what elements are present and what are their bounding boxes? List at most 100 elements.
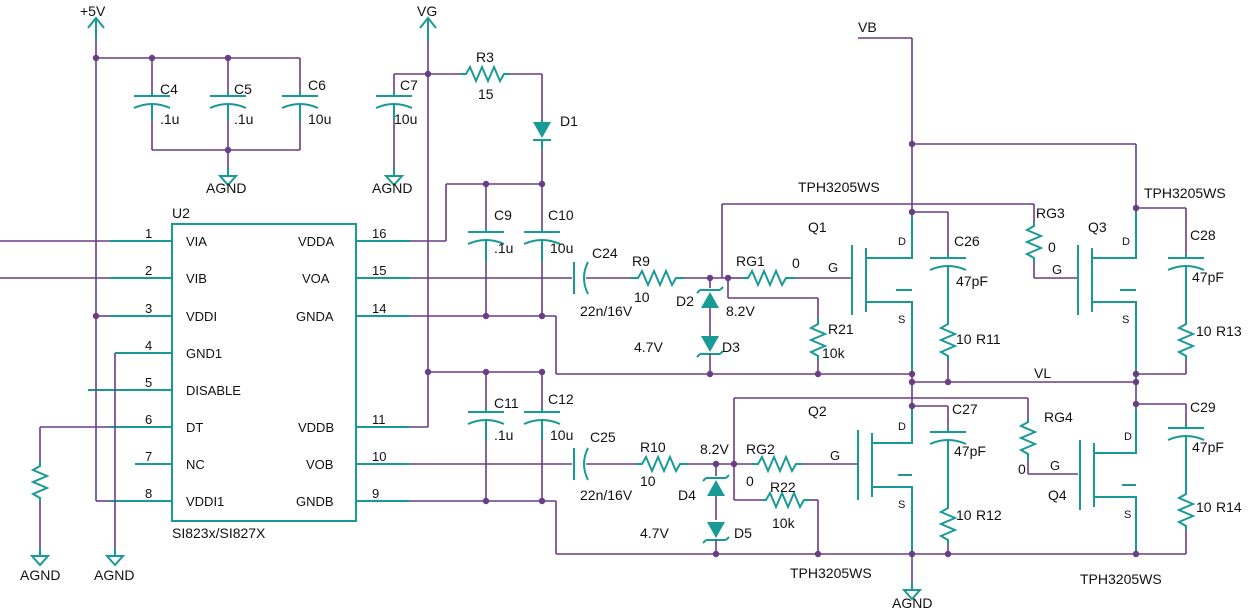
agnd-label-3: AGND [20, 567, 60, 583]
ic-u2-pin-8: 8 VDDI1 [110, 486, 224, 509]
rg4-val: 0 [1018, 461, 1026, 477]
q3-ref: Q3 [1088, 219, 1107, 235]
d2-ref: D2 [676, 293, 694, 309]
r12-ref: R12 [976, 507, 1002, 523]
res-r3: R3 15 [460, 49, 542, 102]
c27-ref: C27 [952, 401, 978, 417]
c5-ref: C5 [234, 81, 252, 97]
cap-c27: C27 47pF 10 R12 [929, 401, 1002, 554]
r9-val: 10 [634, 289, 650, 305]
cap-c24: C24 22n/16V [410, 245, 633, 319]
q2-gate: G [830, 448, 840, 463]
agnd-label-5: AGND [892, 595, 932, 611]
c26-val: 47pF [956, 273, 988, 289]
res-r21: R21 10k [727, 278, 854, 378]
zener-d2: D2 8.2V [676, 278, 755, 336]
pin-name: VDDI1 [186, 494, 224, 509]
q1-source: S [898, 314, 905, 326]
q4-ref: Q4 [1048, 487, 1067, 503]
cap-c5: C5 .1u [209, 58, 253, 150]
rail-vb-label: VB [858, 19, 877, 35]
supply-5v: +5V [80, 3, 300, 502]
res-rg2: RG2 0 [746, 441, 858, 489]
rg2-val: 0 [746, 473, 754, 489]
ic-u2: U2 SI823x/SI827X 1 VIA 2 VIB 3 VDDI 4 GN… [0, 205, 410, 541]
rail-vl-label: VL [1034, 365, 1051, 381]
r3-ref: R3 [476, 49, 494, 65]
q4-gate: G [1050, 458, 1060, 473]
r13-val: 10 [1196, 323, 1212, 339]
pin-number: 1 [145, 226, 152, 241]
res-dt: AGND [20, 426, 110, 583]
d5-val: 4.7V [640, 525, 669, 541]
rail-5v-label: +5V [80, 3, 106, 19]
pin-number: 6 [145, 412, 152, 427]
r22-val: 10k [772, 515, 796, 531]
ic-u2-pin-3: 3 VDDI [110, 301, 217, 324]
rg3-val: 0 [1048, 239, 1056, 255]
supply-arrow-icon [87, 17, 105, 41]
c6-ref: C6 [308, 77, 326, 93]
c25-val: 22n/16V [580, 487, 633, 503]
c5-val: .1u [234, 111, 253, 127]
c11-ref: C11 [494, 395, 519, 411]
res-rg3: RG3 0 [1024, 204, 1078, 279]
d5-ref: D5 [734, 525, 752, 541]
pin-number: 11 [372, 412, 386, 427]
c9-ref: C9 [494, 207, 512, 223]
c28-ref: C28 [1190, 227, 1216, 243]
q1-gate: G [828, 260, 838, 275]
res-r22: R22 10k [733, 464, 822, 558]
rail-vg-label: VG [417, 3, 437, 19]
ic-u2-pin-6: 6 DT [110, 412, 203, 435]
ground-icon [106, 547, 124, 566]
c27-val: 47pF [954, 443, 986, 459]
rg1-val: 0 [792, 255, 800, 271]
q4-source: S [1124, 509, 1131, 521]
pin-name: GND1 [186, 346, 222, 361]
c4-ref: C4 [160, 81, 178, 97]
r14-val: 10 [1196, 499, 1212, 515]
q4-part: TPH3205WS [1080, 571, 1162, 587]
cap-c4: C4 .1u [133, 58, 179, 150]
q3-source: S [1122, 314, 1129, 326]
q4-drain: D [1124, 431, 1132, 443]
c10-val: 10u [550, 240, 573, 256]
ic-u2-pin-7: 7 NC [135, 449, 205, 472]
ic-u2-pin-10: 10 VOB [306, 449, 410, 472]
fet-q1: G D S Q1 TPH3205WS [798, 179, 913, 374]
pin-name: GNDB [296, 494, 334, 509]
bootstrap-a: C9 .1u C10 10u [410, 180, 1136, 383]
r22-ref: R22 [770, 479, 796, 495]
bootstrap-b: C11 .1u C12 10u [410, 368, 1186, 555]
r21-ref: R21 [828, 321, 854, 337]
ic-u2-part: SI823x/SI827X [172, 525, 266, 541]
pin-name: VIA [186, 234, 207, 249]
r12-val: 10 [956, 507, 972, 523]
supply-arrow-icon [419, 17, 437, 41]
rail-vb: VB [858, 19, 1137, 212]
c11-val: .1u [494, 427, 513, 443]
c7-ref: C7 [400, 77, 418, 93]
pin-number: 5 [145, 375, 152, 390]
c12-ref: C12 [548, 391, 574, 407]
pin-number: 10 [372, 449, 386, 464]
q2-source: S [898, 499, 905, 511]
diode-d1: D1 [533, 74, 578, 184]
c4-val: .1u [160, 111, 179, 127]
ic-u2-pin-15: 15 VOA [302, 263, 410, 286]
c24-ref: C24 [592, 245, 618, 261]
zener-d4: D4 8.2V [678, 441, 730, 520]
q2-ref: Q2 [808, 403, 827, 419]
pin-name: VIB [186, 271, 207, 286]
res-r10: R10 10 [636, 439, 752, 489]
c25-ref: C25 [590, 429, 616, 445]
cap-c29: C29 47pF 10 R14 [1167, 399, 1242, 554]
r13-ref: R13 [1216, 323, 1242, 339]
ground-icon [31, 547, 49, 566]
pin-name: DISABLE [186, 383, 241, 398]
rg1-ref: RG1 [736, 253, 765, 269]
d2-val: 8.2V [726, 303, 755, 319]
c24-val: 22n/16V [580, 303, 633, 319]
pin-number: 9 [372, 486, 379, 501]
